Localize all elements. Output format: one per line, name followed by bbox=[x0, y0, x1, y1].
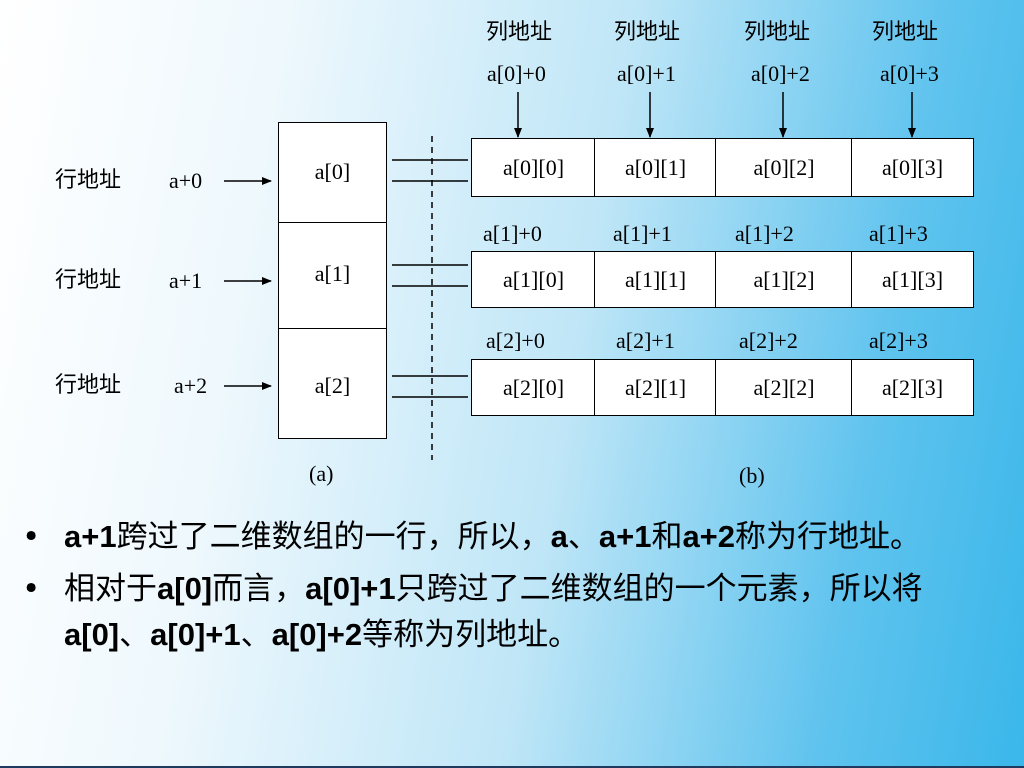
bullet-item-2: • 相对于a[0]而言，a[0]+1只跨过了二维数组的一个元素，所以将a[0]、… bbox=[18, 566, 1008, 658]
row-header-label-2: 行地址 bbox=[55, 373, 122, 398]
bullet2-part: a[0] bbox=[64, 617, 120, 652]
grid-cell-1-1: a[1][1] bbox=[594, 251, 717, 308]
row-header-label-1: 行地址 bbox=[55, 268, 122, 293]
bullet2-part: 而言， bbox=[212, 571, 306, 607]
caption-b: (b) bbox=[739, 463, 765, 488]
connector-lines-row2 bbox=[392, 375, 468, 398]
left-cell-a1-label: a[1] bbox=[314, 261, 351, 286]
left-cell-a2-label: a[2] bbox=[314, 373, 351, 398]
bullet1-part: 称为行地址。 bbox=[735, 519, 922, 555]
row-header-label-0: 行地址 bbox=[55, 168, 122, 193]
bottom-rule bbox=[0, 766, 1024, 768]
bullet1-part: 、 bbox=[567, 519, 599, 555]
col-header-label-2: 列地址 bbox=[744, 20, 811, 45]
grid-cell-2-3: a[2][3] bbox=[851, 359, 974, 416]
col-address-1-2: a[1]+2 bbox=[735, 221, 794, 246]
col-address-0-0: a[0]+0 bbox=[487, 61, 546, 86]
bullet-item-1: • a+1跨过了二维数组的一行，所以，a、a+1和a+2称为行地址。 bbox=[18, 514, 1008, 560]
left-cell-a2: a[2] bbox=[278, 328, 387, 439]
col-address-2-2: a[2]+2 bbox=[739, 328, 798, 353]
col-address-2-3: a[2]+3 bbox=[869, 328, 928, 353]
grid-cell-0-2: a[0][2] bbox=[715, 138, 853, 197]
bullet-text-2: 相对于a[0]而言，a[0]+1只跨过了二维数组的一个元素，所以将a[0]、a[… bbox=[64, 566, 1008, 658]
row-pointer-0: a+0 bbox=[169, 168, 203, 193]
col-address-1-0: a[1]+0 bbox=[483, 221, 542, 246]
row-pointer-2: a+2 bbox=[174, 373, 208, 398]
col-address-0-3: a[0]+3 bbox=[880, 61, 939, 86]
col-address-2-1: a[2]+1 bbox=[616, 328, 675, 353]
grid-cell-1-2: a[1][2] bbox=[715, 251, 853, 308]
bullet-text-1: a+1跨过了二维数组的一行，所以，a、a+1和a+2称为行地址。 bbox=[64, 514, 1008, 560]
bullet1-part: 和 bbox=[651, 519, 683, 555]
bullet-dot-1: • bbox=[22, 519, 41, 555]
grid-cell-0-1: a[0][1] bbox=[594, 138, 717, 197]
col-address-0-1: a[0]+1 bbox=[617, 61, 676, 86]
left-cell-a0: a[0] bbox=[278, 122, 387, 224]
row-pointer-1: a+1 bbox=[169, 268, 203, 293]
bullet1-part: 跨过了二维数组的一行，所以， bbox=[116, 519, 551, 555]
bullet2-part: 只跨过了二维数组的一个元素，所以将 bbox=[395, 571, 923, 607]
grid-cell-0-0: a[0][0] bbox=[471, 138, 596, 197]
col-header-label-0: 列地址 bbox=[486, 20, 553, 45]
bullet2-part: 、 bbox=[240, 617, 272, 653]
bullet-dot-2: • bbox=[22, 571, 41, 607]
bullet1-part: a+1 bbox=[64, 519, 117, 554]
bullet1-part: a+2 bbox=[682, 519, 736, 554]
grid-cell-2-0: a[2][0] bbox=[471, 359, 596, 416]
col-address-0-2: a[0]+2 bbox=[751, 61, 810, 86]
bullet1-part: a bbox=[550, 519, 568, 554]
bullet2-part: a[0]+2 bbox=[271, 617, 363, 652]
grid-cell-1-3: a[1][3] bbox=[851, 251, 974, 308]
bullet2-part: 等称为列地址。 bbox=[362, 617, 580, 653]
col-address-2-0: a[2]+0 bbox=[486, 328, 545, 353]
left-cell-a0-label: a[0] bbox=[314, 159, 351, 184]
col-address-1-3: a[1]+3 bbox=[869, 221, 928, 246]
caption-a: (a) bbox=[309, 461, 334, 486]
bullet2-part: a[0]+1 bbox=[305, 571, 396, 606]
bullet2-part: a[0] bbox=[157, 571, 213, 606]
col-header-label-3: 列地址 bbox=[872, 20, 939, 45]
left-cell-a1: a[1] bbox=[278, 222, 387, 330]
connector-lines-row1 bbox=[392, 264, 468, 287]
bullet2-part: a[0]+1 bbox=[150, 617, 241, 652]
grid-cell-0-3: a[0][3] bbox=[851, 138, 974, 197]
grid-cell-1-0: a[1][0] bbox=[471, 251, 596, 308]
grid-cell-2-1: a[2][1] bbox=[594, 359, 717, 416]
col-header-label-1: 列地址 bbox=[614, 20, 681, 45]
bullet2-part: 相对于 bbox=[64, 571, 157, 607]
grid-cell-2-2: a[2][2] bbox=[715, 359, 853, 416]
connector-lines-row0 bbox=[392, 159, 468, 182]
bullet2-part: 、 bbox=[119, 617, 151, 653]
bullet-list: • a+1跨过了二维数组的一行，所以，a、a+1和a+2称为行地址。 • 相对于… bbox=[18, 514, 1008, 664]
col-address-1-1: a[1]+1 bbox=[613, 221, 672, 246]
bullet1-part: a+1 bbox=[598, 519, 652, 554]
